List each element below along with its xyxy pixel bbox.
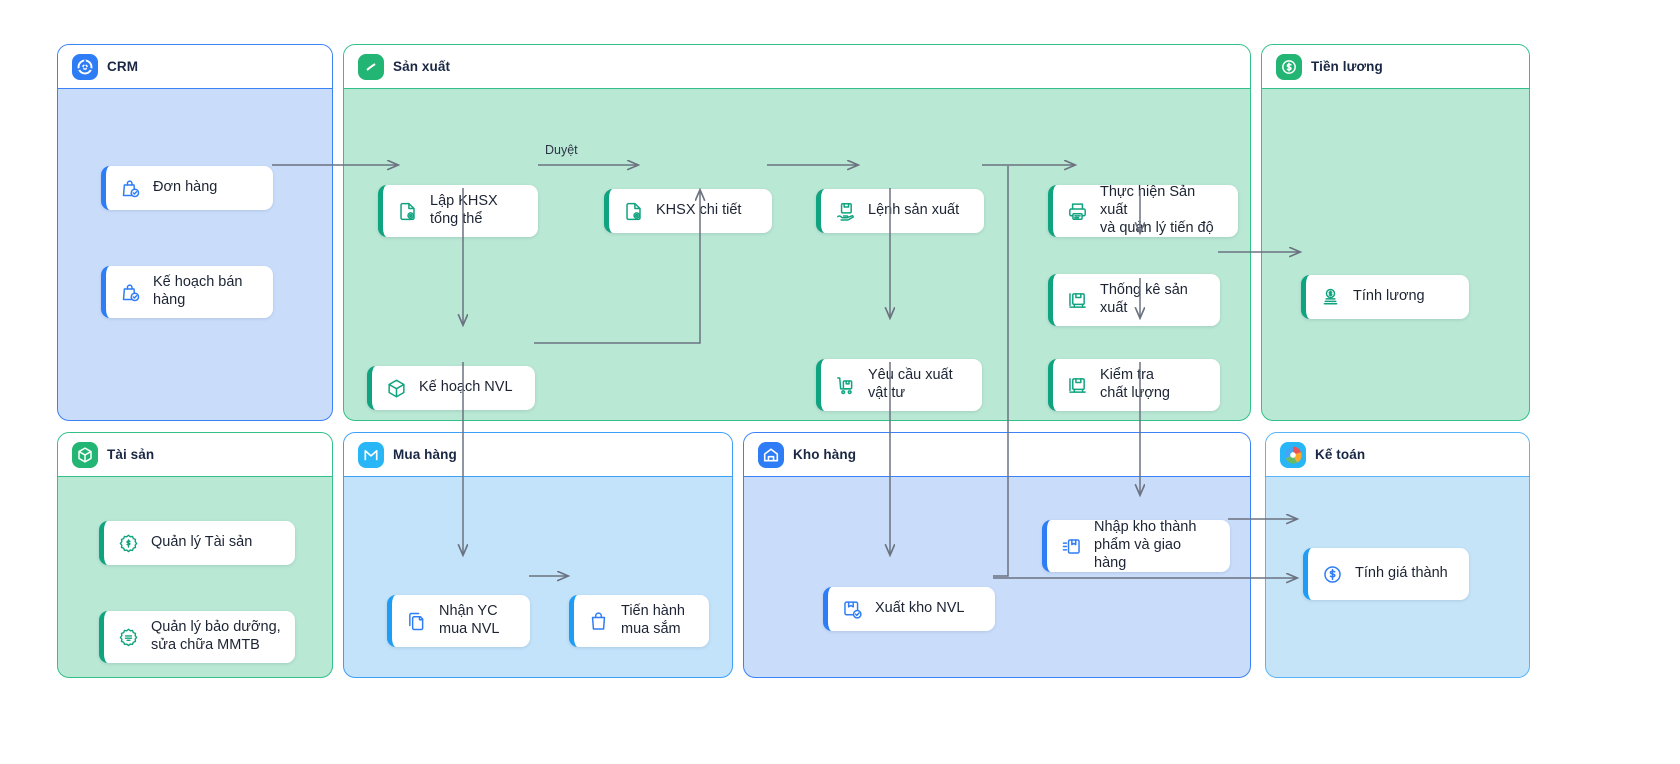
panel-tien-luong-body: Tính lương <box>1262 89 1529 420</box>
node-kiem-tra-chat-luong[interactable]: Kiểm tra chất lượng <box>1048 359 1220 411</box>
panel-crm: CRM Đơn hàng <box>57 44 333 421</box>
panel-tai-san: Tài sản Quản lý Tài sản <box>57 432 333 678</box>
panel-tien-luong: Tiền lương Tính lương <box>1261 44 1530 421</box>
node-quan-ly-tai-san[interactable]: Quản lý Tài sản <box>99 521 295 565</box>
node-lenh-san-xuat[interactable]: Lệnh sản xuất <box>816 189 984 233</box>
node-label: Yêu cầu xuất vật tư <box>868 367 953 402</box>
trolley-icon <box>833 373 857 397</box>
node-xuat-kho-nvl[interactable]: Xuất kho NVL <box>823 587 995 631</box>
node-khsx-chi-tiet[interactable]: KHSX chi tiết <box>604 189 772 233</box>
node-don-hang[interactable]: Đơn hàng <box>101 166 273 210</box>
printer-icon <box>1065 199 1089 223</box>
production-logo-icon <box>358 54 384 80</box>
panel-san-xuat-header: Sản xuất <box>344 45 1250 89</box>
node-lap-khsx-tong-the[interactable]: Lập KHSX tổng thể <box>378 185 538 237</box>
node-label: Lệnh sản xuất <box>868 202 959 220</box>
node-ke-hoach-ban-hang[interactable]: Kế hoạch bán hàng <box>101 266 273 318</box>
bag-check-icon <box>118 176 142 200</box>
node-ke-hoach-nvl[interactable]: Kế hoạch NVL <box>367 366 535 410</box>
report-box-icon <box>1065 373 1089 397</box>
node-tinh-luong[interactable]: Tính lương <box>1301 275 1469 319</box>
payroll-logo-icon <box>1276 54 1302 80</box>
panel-san-xuat-title: Sản xuất <box>393 59 450 74</box>
node-label: Lập KHSX tổng thể <box>430 193 498 228</box>
node-label: Quản lý Tài sản <box>151 534 252 552</box>
panel-ke-toan-body: Tính giá thành <box>1266 477 1529 677</box>
node-tinh-gia-thanh[interactable]: Tính giá thành <box>1303 548 1469 600</box>
node-yeu-cau-xuat-vat-tu[interactable]: Yêu cầu xuất vật tư <box>816 359 982 411</box>
bag-check-icon <box>118 280 142 304</box>
crm-logo-icon <box>72 54 98 80</box>
doc-copy-icon <box>404 609 428 633</box>
node-label: Kế hoạch bán hàng <box>153 274 243 309</box>
doc-gear-icon <box>621 199 645 223</box>
panel-ke-toan: Kế toán Tính giá thành <box>1265 432 1530 678</box>
cube-icon <box>384 376 408 400</box>
panel-kho-hang-title: Kho hàng <box>793 447 856 462</box>
panel-mua-hang-header: Mua hàng <box>344 433 732 477</box>
node-nhan-yc-mua-nvl[interactable]: Nhận YC mua NVL <box>387 595 530 647</box>
panel-tai-san-body: Quản lý Tài sản Quản lý bảo dưỡng, sửa c… <box>58 477 332 677</box>
node-label: Kế hoạch NVL <box>419 379 513 397</box>
panel-mua-hang-body: Nhận YC mua NVL Tiến hành mua sắm <box>344 477 732 677</box>
accounting-logo-icon <box>1280 442 1306 468</box>
node-thuc-hien-san-xuat[interactable]: Thực hiện Sản xuất và quản lý tiến độ <box>1048 185 1238 237</box>
purchase-logo-icon <box>358 442 384 468</box>
panel-mua-hang-title: Mua hàng <box>393 447 457 462</box>
badge-dollar-icon <box>116 531 140 555</box>
panel-kho-hang-header: Kho hàng <box>744 433 1250 477</box>
panel-san-xuat: Sản xuất Lập KHSX tổng thể <box>343 44 1251 421</box>
node-label: Thực hiện Sản xuất và quản lý tiến độ <box>1100 184 1224 237</box>
dollar-circle-icon <box>1320 562 1344 586</box>
money-stack-icon <box>1318 285 1342 309</box>
inbound-box-icon <box>1059 534 1083 558</box>
node-label: Quản lý bảo dưỡng, sửa chữa MMTB <box>151 619 281 654</box>
node-label: Tính giá thành <box>1355 565 1448 583</box>
panel-ke-toan-header: Kế toán <box>1266 433 1529 477</box>
panel-tai-san-title: Tài sản <box>107 447 154 462</box>
panel-crm-title: CRM <box>107 59 138 74</box>
panel-crm-header: CRM <box>58 45 332 89</box>
panel-san-xuat-body: Lập KHSX tổng thể KHSX chi tiết <box>344 89 1250 420</box>
shopping-bag-icon <box>586 609 610 633</box>
panel-kho-hang: Kho hàng Nhập kho thành phẩm và giao hàn… <box>743 432 1251 678</box>
node-tien-hanh-mua-sam[interactable]: Tiến hành mua sắm <box>569 595 709 647</box>
edge-label-duyet: Duyệt <box>545 143 578 157</box>
node-label: Kiểm tra chất lượng <box>1100 367 1170 402</box>
node-nhap-kho-thanh-pham[interactable]: Nhập kho thành phẩm và giao hàng <box>1042 520 1230 572</box>
node-label: KHSX chi tiết <box>656 202 741 220</box>
order-hand-icon <box>833 199 857 223</box>
panel-mua-hang: Mua hàng Nhận YC mua NVL <box>343 432 733 678</box>
node-label: Xuất kho NVL <box>875 600 964 618</box>
node-quan-ly-bao-duong[interactable]: Quản lý bảo dưỡng, sửa chữa MMTB <box>99 611 295 663</box>
warehouse-logo-icon <box>758 442 784 468</box>
node-label: Tính lương <box>1353 288 1425 306</box>
node-thong-ke-san-xuat[interactable]: Thống kê sản xuất <box>1048 274 1220 326</box>
node-label: Đơn hàng <box>153 179 217 197</box>
node-label: Tiến hành mua sắm <box>621 603 685 638</box>
badge-gear-icon <box>116 625 140 649</box>
outbound-box-icon <box>840 597 864 621</box>
panel-tai-san-header: Tài sản <box>58 433 332 477</box>
node-label: Thống kê sản xuất <box>1100 282 1188 317</box>
report-box-icon <box>1065 288 1089 312</box>
panel-kho-hang-body: Nhập kho thành phẩm và giao hàng Xuất kh… <box>744 477 1250 677</box>
panel-tien-luong-header: Tiền lương <box>1262 45 1529 89</box>
node-label: Nhận YC mua NVL <box>439 603 499 638</box>
panel-crm-body: Đơn hàng Kế hoạch bán hàng <box>58 89 332 420</box>
doc-gear-icon <box>395 199 419 223</box>
asset-logo-icon <box>72 442 98 468</box>
node-label: Nhập kho thành phẩm và giao hàng <box>1094 519 1216 572</box>
panel-tien-luong-title: Tiền lương <box>1311 59 1383 74</box>
panel-ke-toan-title: Kế toán <box>1315 447 1365 462</box>
